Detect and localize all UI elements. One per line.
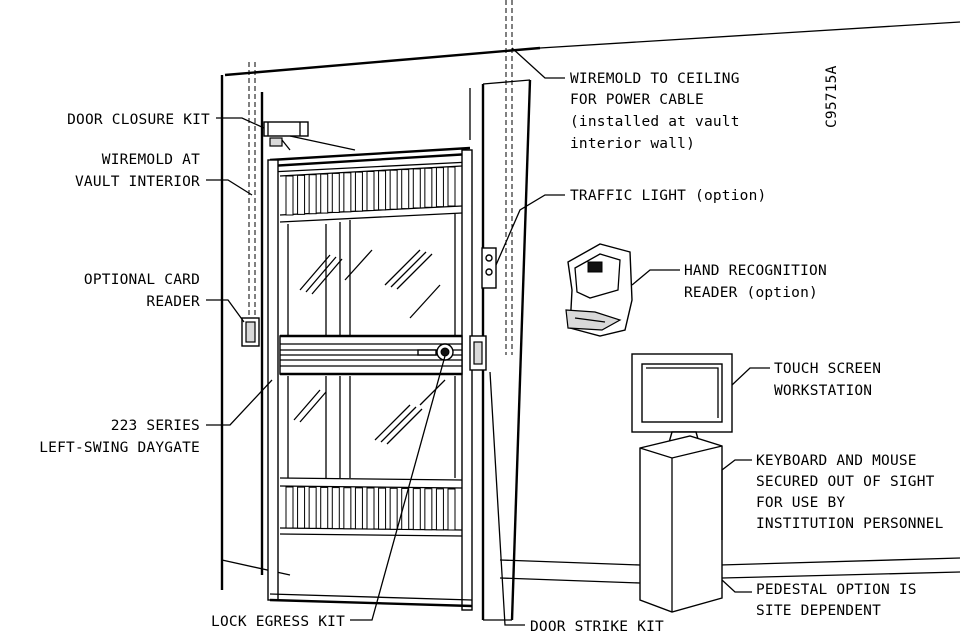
label-line: READER [146, 294, 200, 310]
daygate [267, 146, 473, 611]
gate-bar [285, 486, 294, 529]
label-line: PEDESTAL OPTION IS [756, 582, 917, 598]
label-line: WIREMOLD TO CEILING [570, 71, 740, 87]
gate-bar [424, 167, 433, 208]
gate-bar [331, 487, 340, 530]
touch-screen-workstation [631, 353, 733, 453]
label-door-closure: DOOR CLOSURE KIT [67, 112, 210, 128]
gate-bar [297, 486, 306, 529]
gate-bar [343, 172, 352, 213]
label-card-reader: OPTIONAL CARD READER [84, 272, 200, 310]
drawing-id: C95715A [824, 65, 840, 128]
gate-bar [435, 167, 444, 208]
label-line: LEFT-SWING DAYGATE [39, 440, 200, 456]
label-line: LOCK EGRESS KIT [211, 614, 345, 630]
gate-bar [435, 488, 444, 531]
label-line: TRAFFIC LIGHT (option) [570, 188, 766, 204]
gate-bar [366, 487, 375, 530]
label-line: FOR POWER CABLE [570, 92, 704, 108]
room-outline [220, 21, 961, 590]
gate-bar [401, 487, 410, 530]
gate-bar [378, 170, 387, 211]
pedestal [639, 435, 723, 613]
label-daygate: 223 SERIES LEFT-SWING DAYGATE [39, 418, 200, 456]
gate-bar [447, 488, 456, 531]
card-reader [241, 317, 260, 347]
label-line: WIREMOLD AT [102, 152, 200, 168]
label-traffic-light: TRAFFIC LIGHT (option) [570, 188, 766, 204]
vault-door-jamb [260, 79, 532, 621]
gate-bar [424, 488, 433, 531]
gate-bar [285, 175, 294, 216]
gate-bar [354, 171, 363, 212]
gate-bar [343, 487, 352, 530]
label-pedestal: PEDESTAL OPTION IS SITE DEPENDENT [756, 582, 917, 619]
gate-bar [320, 173, 329, 214]
gate-bar [331, 172, 340, 213]
label-line: FOR USE BY [756, 495, 845, 511]
wiremold-at-vault-interior [248, 62, 256, 322]
gate-bar [389, 169, 398, 210]
door-strike-kit [469, 335, 487, 371]
gate-bar [389, 487, 398, 530]
upper-bars [285, 166, 456, 216]
gate-bar [378, 487, 387, 530]
label-line: WORKSTATION [774, 383, 872, 399]
label-keyboard: KEYBOARD AND MOUSE SECURED OUT OF SIGHT … [756, 453, 944, 532]
label-line: SITE DEPENDENT [756, 603, 881, 619]
gate-bar [412, 488, 421, 531]
gate-bar [412, 168, 421, 209]
label-line: (installed at vault [570, 114, 740, 130]
label-door-strike: DOOR STRIKE KIT [530, 619, 664, 635]
gate-bar [401, 169, 410, 210]
gate-bar [297, 174, 306, 215]
traffic-light [481, 247, 497, 289]
wiremold-to-ceiling [505, 0, 513, 355]
label-line: TOUCH SCREEN [774, 361, 881, 377]
gate-bar [366, 171, 375, 211]
label-line: OPTIONAL CARD [84, 272, 200, 288]
label-hand-reader: HAND RECOGNITION READER (option) [684, 263, 827, 301]
label-wiremold-vault: WIREMOLD AT VAULT INTERIOR [75, 152, 200, 190]
gate-bar [308, 174, 317, 215]
label-line: DOOR STRIKE KIT [530, 619, 664, 635]
label-line: KEYBOARD AND MOUSE [756, 453, 917, 469]
label-line: DOOR CLOSURE KIT [67, 112, 210, 128]
gate-bar [320, 486, 329, 529]
label-line: INSTITUTION PERSONNEL [756, 516, 944, 532]
door-closure-kit [263, 121, 356, 151]
label-line: 223 SERIES [111, 418, 200, 434]
gate-bar [308, 486, 317, 529]
lower-bars [285, 486, 456, 531]
label-line: SECURED OUT OF SIGHT [756, 474, 935, 490]
label-wiremold-ceiling: WIREMOLD TO CEILING FOR POWER CABLE (ins… [570, 71, 740, 152]
gate-bar [354, 487, 363, 530]
label-line: VAULT INTERIOR [75, 174, 200, 190]
leader-lines [206, 47, 770, 626]
label-touch-screen: TOUCH SCREEN WORKSTATION [774, 361, 881, 399]
label-line: interior wall) [570, 136, 695, 152]
label-line: READER (option) [684, 285, 818, 301]
label-line: HAND RECOGNITION [684, 263, 827, 279]
hand-recognition-reader [565, 243, 633, 337]
label-lock-egress: LOCK EGRESS KIT [211, 614, 345, 630]
gate-bar [447, 166, 456, 207]
